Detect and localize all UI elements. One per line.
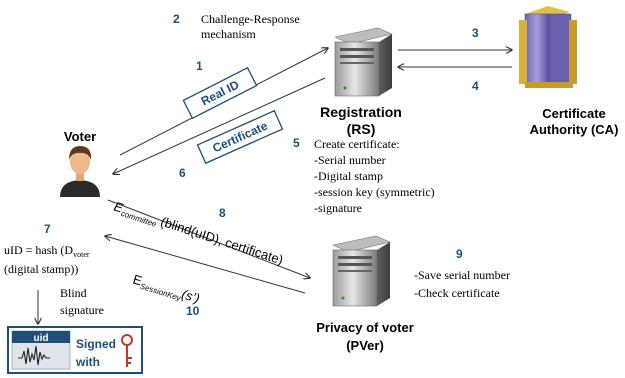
voter-avatar-icon (60, 146, 100, 197)
pver-abbr: (PVer) (346, 338, 384, 353)
step-2: 2 (173, 12, 180, 26)
step-1: 1 (196, 59, 203, 73)
pver-item: -Save serial number (414, 268, 510, 282)
step-9: 9 (456, 247, 463, 261)
challenge-response-label-2: mechanism (201, 27, 256, 41)
key-icon (121, 334, 133, 367)
blind-signature-label-2: signature (60, 303, 104, 317)
message-8-label: Ecommittee (blind(uID), certificate) (111, 199, 285, 270)
arrow-10-from-pver (105, 236, 306, 294)
svg-text:with: with (75, 355, 100, 369)
ca-title-line1: Certificate (542, 106, 606, 121)
voter-title: Voter (64, 129, 96, 144)
message-10-label: ESessionKey(s’) (131, 272, 202, 308)
create-certificate-item: -Digital stamp (314, 169, 383, 183)
uid-formula-line1: uID = hash (Dvoter (4, 243, 90, 259)
svg-text:Signed: Signed (76, 337, 116, 351)
registration-abbr: (RS) (347, 121, 376, 137)
step-6: 6 (179, 166, 186, 180)
registration-title: Registration (320, 104, 402, 120)
ca-title-line2: Authority (CA) (530, 122, 619, 137)
pver-server-icon (332, 235, 391, 307)
create-certificate-item: -session key (symmetric) (314, 185, 435, 199)
create-certificate-item: -signature (314, 201, 362, 215)
step-8: 8 (219, 206, 226, 220)
pver-title: Privacy of voter (316, 320, 414, 335)
uid-formula-line2: (digital stamp)) (4, 262, 78, 276)
real-id-tag: Real ID (182, 66, 258, 120)
step-10: 10 (186, 304, 200, 318)
svg-text:uid: uid (34, 333, 49, 344)
step-3: 3 (472, 26, 479, 40)
arrow-8-to-pver (107, 199, 310, 278)
pver-item: -Check certificate (414, 286, 500, 300)
svg-text:ESessionKey(s’): ESessionKey(s’) (131, 272, 202, 308)
registration-server-icon (334, 27, 393, 97)
certificate-authority-icon (519, 6, 577, 88)
svg-text:Ecommittee (blind(uID), certif: Ecommittee (blind(uID), certificate) (111, 199, 285, 270)
certificate-tag: Certificate (196, 109, 284, 165)
step-7: 7 (44, 222, 51, 236)
challenge-response-label: Challenge-Response (201, 12, 300, 26)
create-certificate-heading: Create certificate: (314, 137, 400, 151)
arrow-6-certificate (113, 77, 326, 174)
create-certificate-item: -Serial number (314, 153, 386, 167)
signed-uid-stamp: uid Signed with (7, 326, 143, 374)
step-4: 4 (472, 79, 479, 93)
signal-wave-icon (18, 345, 50, 366)
step-5: 5 (293, 136, 300, 150)
blind-signature-label: Blind (60, 286, 87, 300)
